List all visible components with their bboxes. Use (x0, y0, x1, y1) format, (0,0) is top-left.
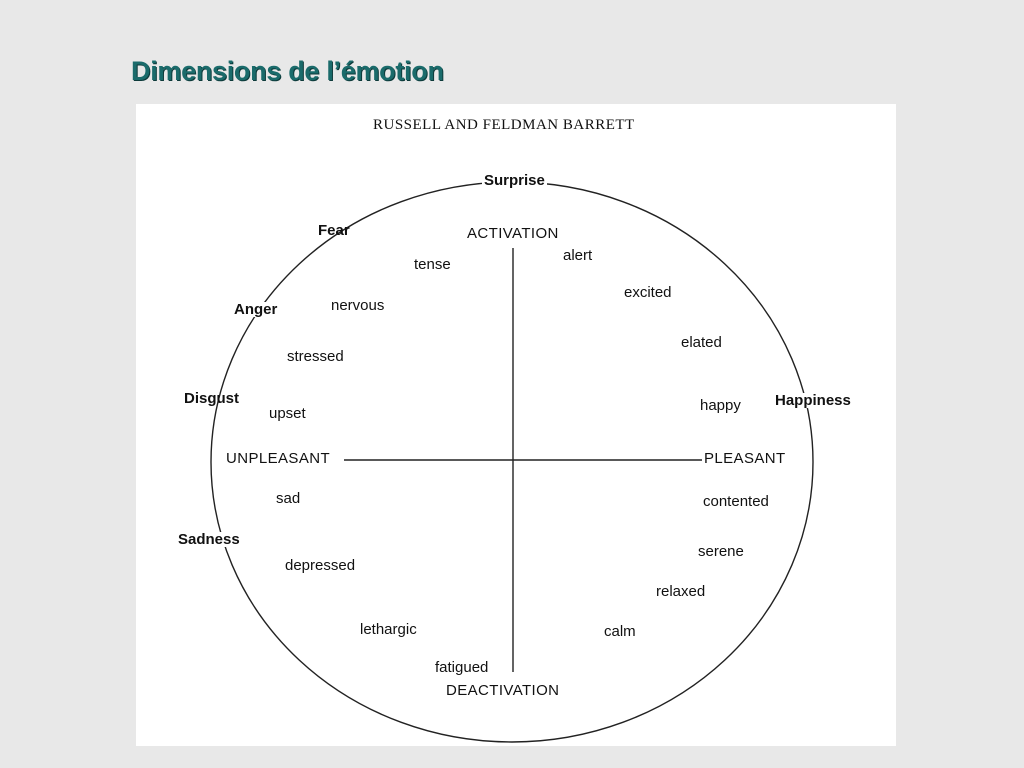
circumplex-lines (210, 181, 814, 743)
state-calm: calm (604, 623, 636, 640)
state-relaxed: relaxed (656, 583, 706, 600)
circumplex-figure: RUSSELL AND FELDMAN BARRETT ACTIVATION D… (136, 104, 896, 746)
emotion-fear: Fear (318, 222, 350, 239)
emotion-happiness: Happiness (773, 392, 853, 409)
axis-label-deactivation: DEACTIVATION (444, 682, 562, 699)
state-elated: elated (681, 334, 722, 351)
state-nervous: nervous (331, 297, 385, 314)
state-alert: alert (563, 247, 593, 264)
state-excited: excited (624, 284, 672, 301)
state-fatigued: fatigued (435, 659, 489, 676)
state-happy: happy (700, 397, 741, 414)
axis-label-unpleasant: UNPLEASANT (224, 450, 333, 467)
state-stressed: stressed (287, 348, 344, 365)
state-upset: upset (269, 405, 306, 422)
state-sad: sad (276, 490, 301, 507)
emotion-sadness: Sadness (176, 531, 242, 548)
figure-header: RUSSELL AND FELDMAN BARRETT (373, 117, 635, 133)
axis-label-pleasant: PLEASANT (702, 450, 788, 467)
emotion-surprise: Surprise (482, 172, 547, 189)
state-depressed: depressed (285, 557, 356, 574)
axis-label-activation: ACTIVATION (465, 225, 561, 242)
state-serene: serene (698, 543, 744, 560)
slide-title: Dimensions de l’émotion (131, 56, 444, 86)
state-lethargic: lethargic (360, 621, 417, 638)
state-tense: tense (414, 256, 451, 273)
emotion-disgust: Disgust (184, 390, 240, 407)
state-contented: contented (703, 493, 769, 510)
emotion-anger: Anger (232, 301, 280, 318)
